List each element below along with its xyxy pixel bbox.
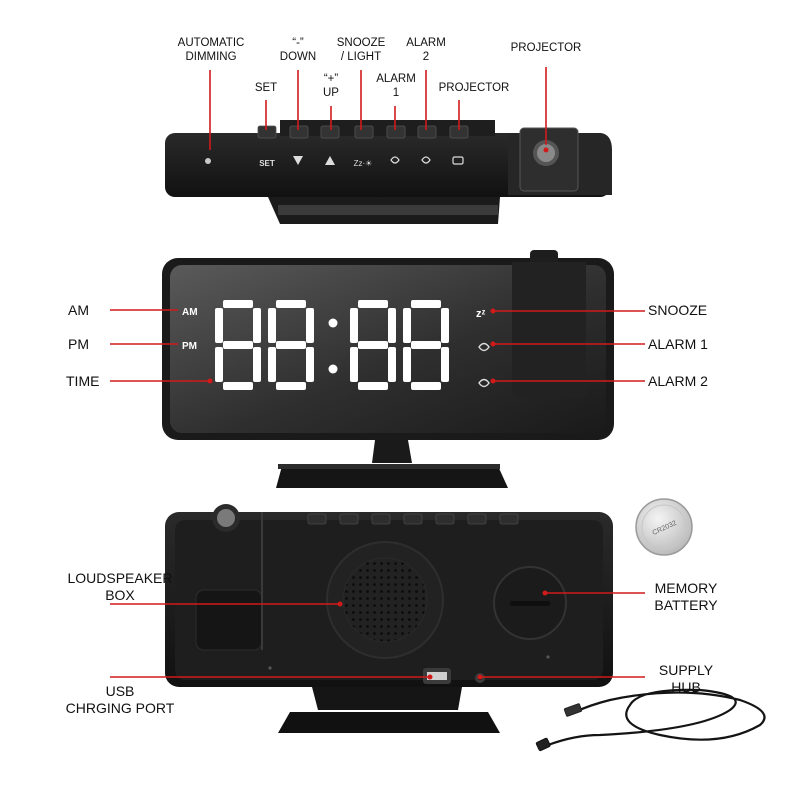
digit-2-segment-b: [388, 308, 396, 343]
digit-1-segment-a: [276, 300, 306, 308]
digit-0-segment-a: [223, 300, 253, 308]
top-view-callouts: [209, 67, 549, 153]
label-time: TIME: [66, 373, 100, 389]
digit-1-segment-f: [268, 308, 276, 343]
label-am: AM: [68, 302, 89, 318]
label-snooze-light: SNOOZE/ LIGHT: [336, 37, 386, 63]
digit-2-segment-d: [358, 382, 388, 390]
label-pm: PM: [68, 336, 89, 352]
label-down: “-”DOWN: [279, 37, 317, 63]
digit-3-segment-d: [411, 382, 441, 390]
digit-0-segment-g: [223, 341, 253, 349]
digit-0-segment-b: [253, 308, 261, 343]
digit-2-segment-g: [358, 341, 388, 349]
digit-1-segment-e: [268, 347, 276, 382]
digit-0-segment-e: [215, 347, 223, 382]
label-alarm-1: ALARM 1: [648, 336, 708, 352]
digit-1-segment-g: [276, 341, 306, 349]
digit-2-segment-c: [388, 347, 396, 382]
display-pm-indicator: PM: [182, 341, 197, 352]
label-projector-inner: PROJECTOR: [438, 82, 510, 94]
label-snooze: SNOOZE: [648, 302, 708, 318]
top-snooze-button-label: Zz·☀: [354, 159, 373, 168]
seven-segment-digits: [215, 300, 449, 390]
digit-2-segment-f: [350, 308, 358, 343]
coin-cell-battery: [635, 498, 693, 556]
digit-2-segment-e: [350, 347, 358, 382]
display-snooze-indicator: zᶻ: [476, 308, 486, 320]
digit-1-segment-b: [306, 308, 314, 343]
back-view-callouts: [110, 590, 645, 680]
label-set: SET: [254, 82, 278, 94]
display-am-indicator: AM: [182, 307, 198, 318]
digit-3-segment-a: [411, 300, 441, 308]
digit-3-segment-e: [403, 347, 411, 382]
digit-0-segment-f: [215, 308, 223, 343]
digit-3-segment-f: [403, 308, 411, 343]
label-alarm-2: ALARM 2: [648, 373, 708, 389]
digit-2-segment-a: [358, 300, 388, 308]
power-cable: [535, 688, 766, 752]
top-set-button-label: SET: [259, 159, 275, 168]
label-up: “+”UP: [323, 73, 339, 99]
digit-0-segment-c: [253, 347, 261, 382]
back-view-device: [165, 504, 613, 733]
label-projector-top: PROJECTOR: [510, 42, 582, 54]
top-view-device: [165, 120, 612, 224]
digit-3-segment-c: [441, 347, 449, 382]
digit-3-segment-b: [441, 308, 449, 343]
digit-3-segment-g: [411, 341, 441, 349]
digit-0-segment-d: [223, 382, 253, 390]
digit-1-segment-d: [276, 382, 306, 390]
digit-1-segment-c: [306, 347, 314, 382]
front-view-callouts: [110, 308, 645, 384]
